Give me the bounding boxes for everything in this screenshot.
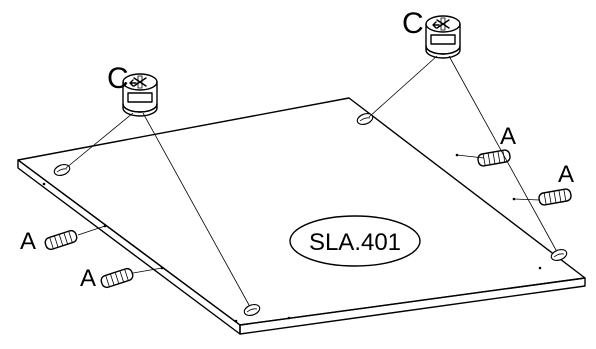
dowel-label: A [80,265,96,292]
cam-hole [356,113,374,125]
cam-lock-label: C [402,7,424,40]
wooden-dowel-icon [538,188,572,206]
edge-hole-dot [287,316,291,320]
leader-lines [65,55,557,306]
edge-hole-dot [42,182,46,186]
panel-left-edge [17,159,241,335]
part-code-badge [289,215,421,267]
panel [17,97,586,335]
cam-lock-icon [425,15,461,59]
wooden-dowel-icon [477,149,511,167]
panel-front-edge [239,277,586,335]
wooden-dowel-icon [100,267,134,289]
cam-lock-icon [122,73,158,117]
cam-lock-label: C [107,62,129,95]
edge-hole-dot [538,266,542,270]
edge-hole-dot [234,319,238,323]
part-code-label: SLA.401 [309,229,401,256]
dowel-label: A [20,228,36,255]
cam-hole [53,164,71,176]
wooden-dowel-icon [44,229,78,251]
cam-holes [53,113,568,316]
cam-hole [243,304,261,316]
dowel-label: A [500,123,516,150]
cam-hole [550,249,568,261]
dowel-label: A [558,161,574,188]
